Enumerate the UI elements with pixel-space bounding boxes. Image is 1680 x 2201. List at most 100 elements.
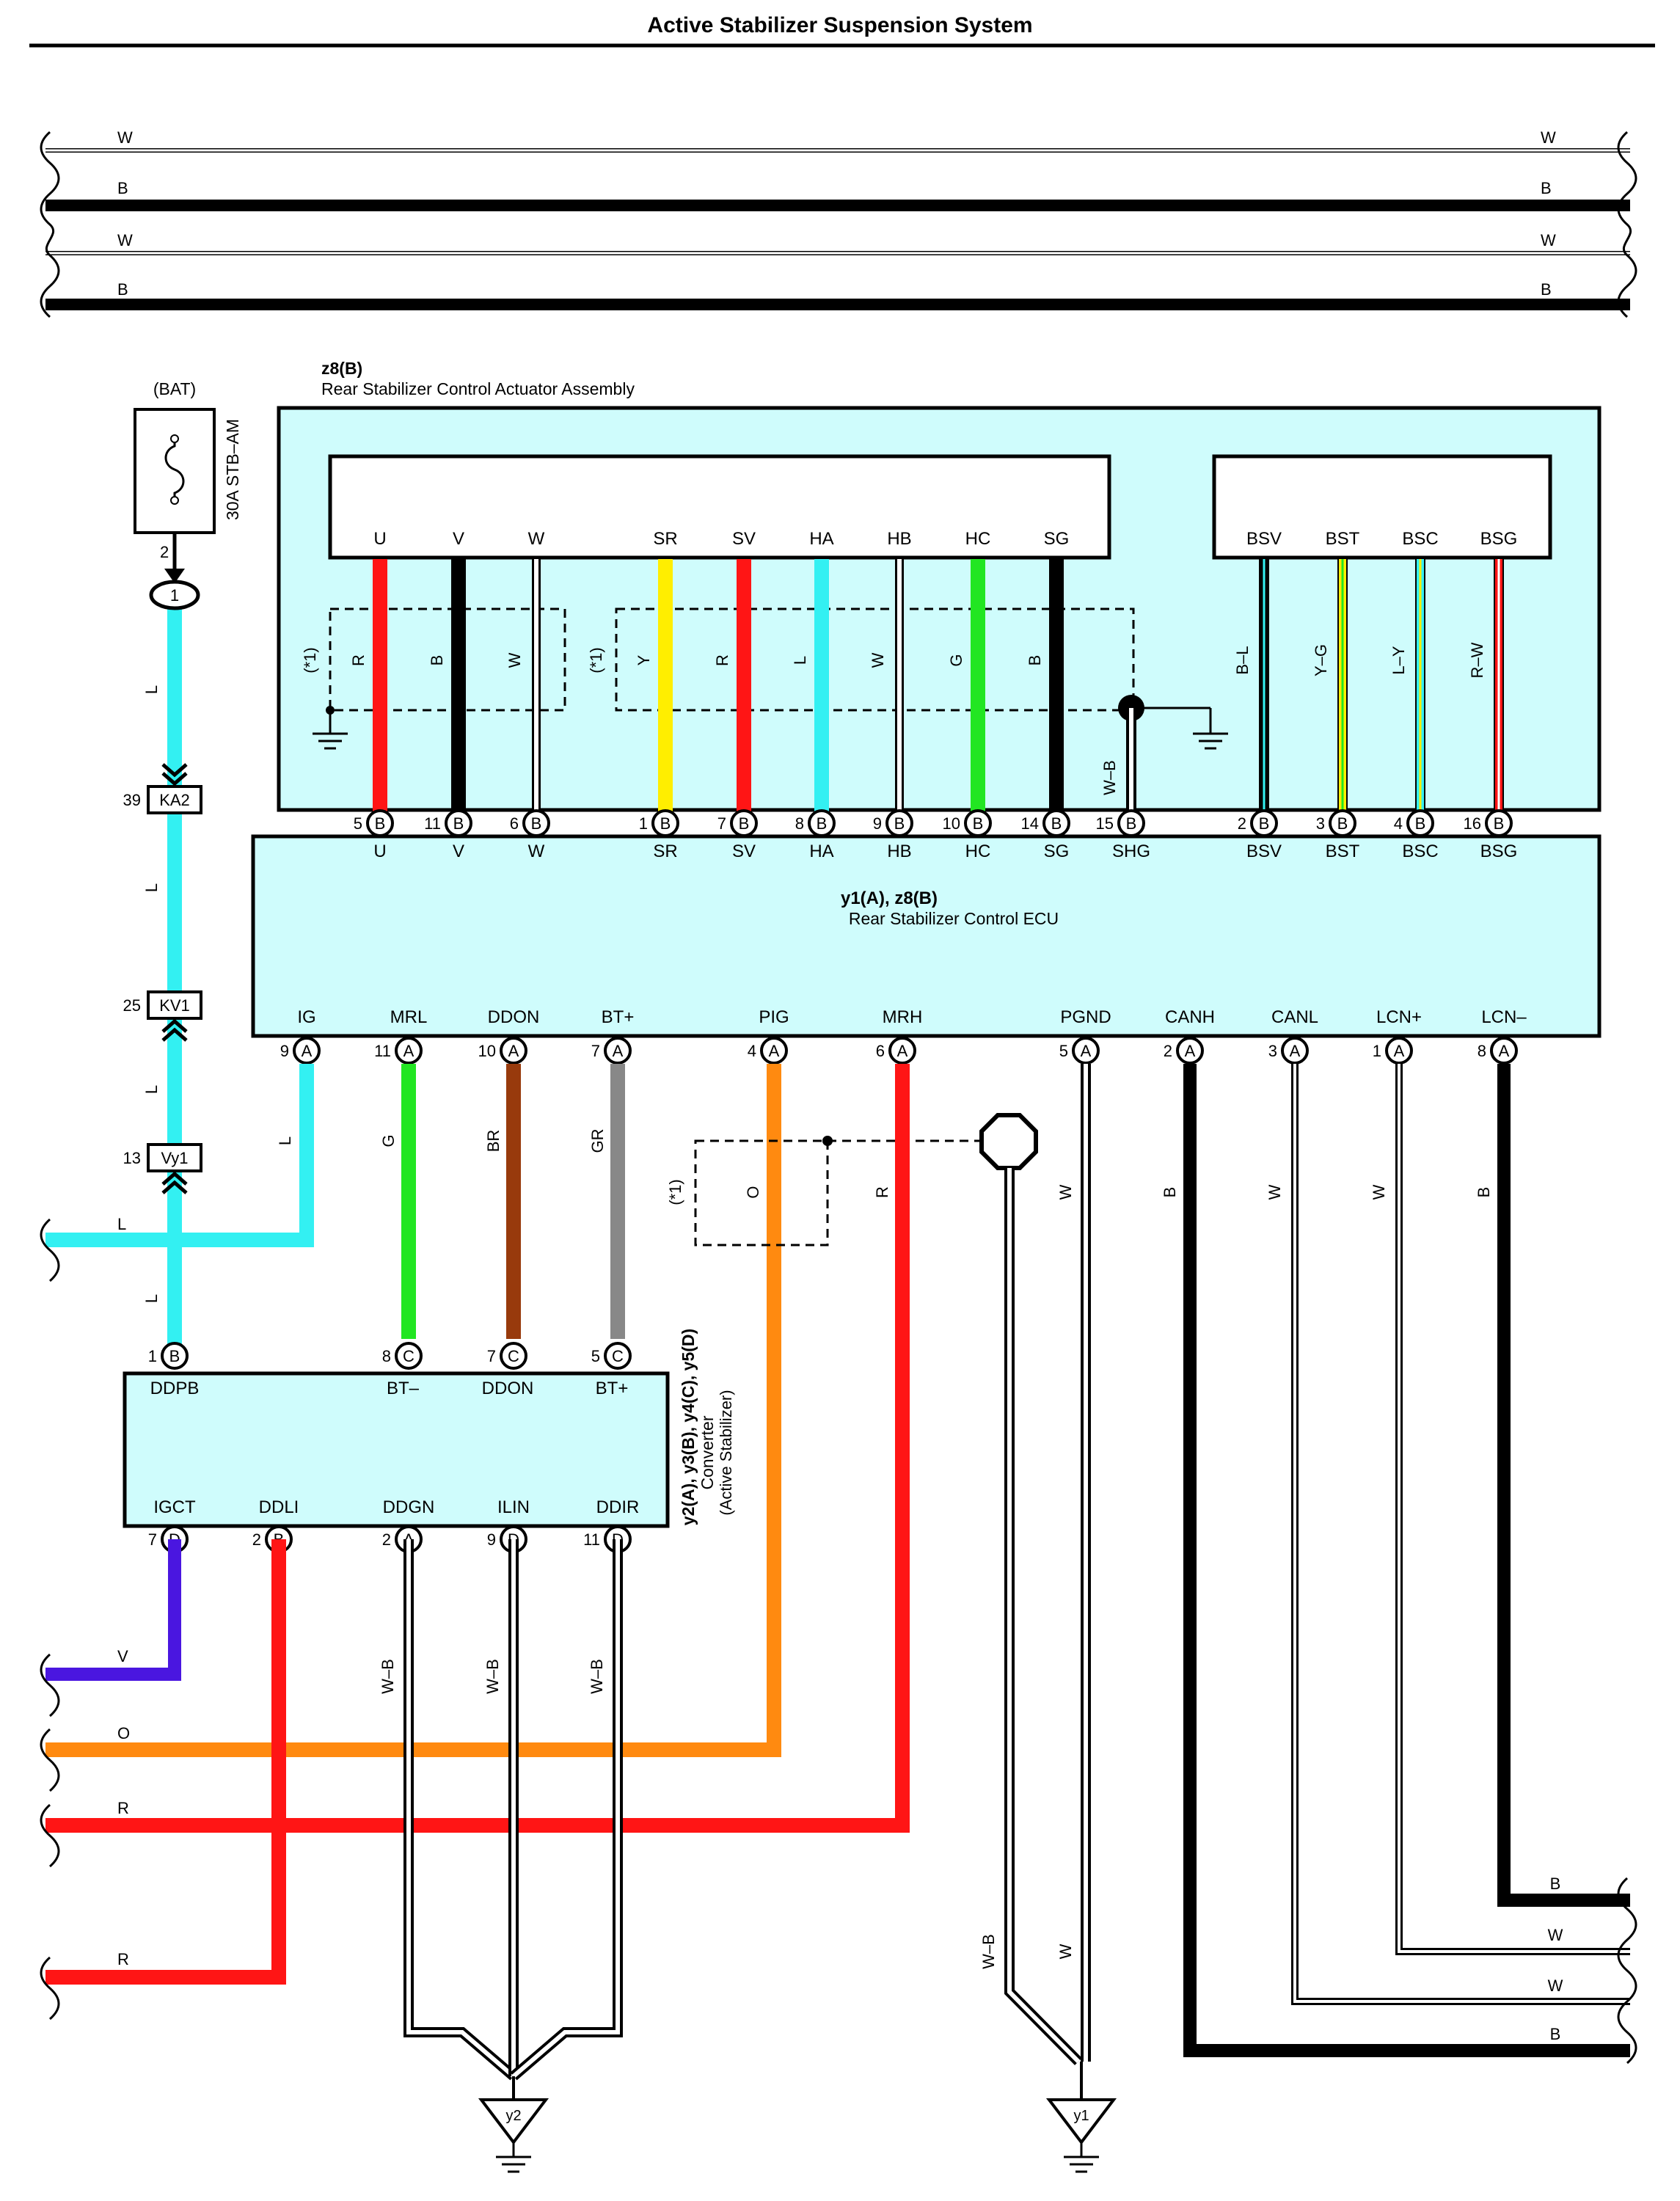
terminal-circle bbox=[366, 809, 394, 837]
converter-terminal-label: DDLI bbox=[259, 1497, 299, 1517]
terminal-connector-letter: C bbox=[403, 1347, 414, 1365]
ecu-terminal-label: BSC bbox=[1402, 842, 1438, 861]
terminal-circle bbox=[604, 1342, 632, 1370]
terminal-number: 3 bbox=[1316, 814, 1325, 833]
wire-igct bbox=[45, 1539, 181, 1681]
ecu-name: Rear Stabilizer Control ECU bbox=[849, 909, 1059, 928]
pin-label-bsg: BSG bbox=[1480, 529, 1518, 549]
pin-label-v: V bbox=[453, 529, 464, 549]
wire-label-l: L bbox=[142, 1294, 161, 1303]
terminal-number: 1 bbox=[639, 814, 648, 833]
terminal-circle bbox=[1117, 809, 1145, 837]
pin-label-bsc: BSC bbox=[1402, 529, 1438, 549]
terminal-connector-letter: A bbox=[1290, 1042, 1301, 1060]
ground-icon bbox=[313, 706, 348, 750]
terminal-number: 9 bbox=[873, 814, 882, 833]
top-wire-4-label-right: B bbox=[1541, 280, 1552, 299]
ecu-terminal-label: U bbox=[373, 842, 386, 861]
ecu-box bbox=[251, 834, 1602, 1038]
terminal-circle bbox=[1406, 809, 1434, 837]
wire-label-pgnd: W bbox=[1056, 1184, 1075, 1200]
wire-pig bbox=[45, 1064, 781, 1757]
wire-label-ddon: BR bbox=[484, 1130, 503, 1153]
right-exit-label-4: B bbox=[1550, 2025, 1561, 2043]
wire-label-canh: B bbox=[1161, 1187, 1179, 1198]
ecu-bottom-terminals: IGA9MRLA11DDONA10BT+A7PIGA4MRHA6PGNDA5CA… bbox=[280, 1007, 1527, 1065]
wire-label-ddir: W–B bbox=[588, 1659, 606, 1694]
terminal-connector-letter: B bbox=[660, 814, 671, 833]
wire-label: R bbox=[713, 654, 731, 666]
terminal-circle bbox=[885, 809, 913, 837]
ecu-terminal-label: BT+ bbox=[602, 1007, 635, 1027]
terminal-connector-letter: B bbox=[1337, 814, 1348, 833]
converter-terminal-label: DDPB bbox=[150, 1379, 200, 1398]
left-exit-label-r2: R bbox=[117, 1950, 129, 1968]
wire-canl bbox=[1291, 1064, 1630, 2005]
wire-break-icon bbox=[40, 1653, 60, 1718]
arrow-icon bbox=[164, 569, 185, 583]
wire-v: B bbox=[428, 559, 466, 814]
wire-break-left bbox=[40, 131, 60, 318]
terminal-number: 1 bbox=[1373, 1042, 1381, 1060]
wire-ddgn bbox=[403, 1539, 517, 2081]
ecu-hb-terminal: B9 bbox=[873, 809, 913, 837]
wire-label: L–Y bbox=[1389, 646, 1408, 674]
ecu-terminal-label: SHG bbox=[1112, 842, 1150, 861]
wire-ddir bbox=[510, 1539, 623, 2081]
ecu-terminal-label: W bbox=[528, 842, 545, 861]
top-wire-1-label-right: W bbox=[1541, 128, 1556, 147]
terminal-number: 9 bbox=[487, 1530, 496, 1549]
terminal-circle bbox=[161, 1342, 189, 1370]
wire-ha: L bbox=[791, 559, 829, 814]
ecu-terminal-label: CANH bbox=[1165, 1007, 1215, 1027]
converter-terminal-label: ILIN bbox=[497, 1497, 530, 1517]
top-wire-3-label-right: W bbox=[1541, 231, 1556, 249]
terminal-number: 11 bbox=[424, 814, 441, 833]
left-exit-label-r1: R bbox=[117, 1799, 129, 1817]
junction-connector-label: 1 bbox=[170, 586, 179, 605]
pin-label-bst: BST bbox=[1326, 529, 1360, 549]
terminal-circle bbox=[964, 809, 992, 837]
svg-text:KV1: KV1 bbox=[159, 996, 190, 1015]
right-exit-label-1: B bbox=[1550, 1875, 1561, 1893]
ecu-terminal-label: HC bbox=[965, 842, 991, 861]
wire-label-lcnplus: W bbox=[1370, 1184, 1388, 1200]
terminal-number: 4 bbox=[1394, 814, 1403, 833]
connector-ka2: KA2 39 bbox=[123, 763, 202, 814]
pin-label-sv: SV bbox=[732, 529, 756, 549]
terminal-connector-letter: A bbox=[302, 1042, 313, 1060]
svg-text:13: 13 bbox=[123, 1149, 141, 1167]
wire-hb: W bbox=[869, 559, 904, 814]
terminal-connector-letter: B bbox=[1126, 814, 1137, 833]
svg-text:y2: y2 bbox=[505, 2108, 521, 2124]
converter-ddir-terminal: D11 bbox=[583, 1525, 632, 1553]
ecu-mrh-terminal: A6 bbox=[876, 1037, 916, 1065]
terminal-number: 10 bbox=[943, 814, 960, 833]
pin-label-sg: SG bbox=[1044, 529, 1070, 549]
terminal-circle bbox=[500, 1037, 527, 1065]
terminal-connector-letter: B bbox=[817, 814, 828, 833]
ecu-terminal-label: PIG bbox=[759, 1007, 789, 1027]
converter-name: Converter bbox=[698, 1415, 717, 1489]
terminal-connector-letter: A bbox=[403, 1042, 414, 1060]
terminal-number: 10 bbox=[478, 1042, 496, 1060]
wire-label-shield: W–B bbox=[979, 1934, 998, 1969]
terminal-number: 7 bbox=[591, 1042, 600, 1060]
pin-label-hc: HC bbox=[965, 529, 991, 549]
wire-label: W bbox=[869, 652, 887, 668]
terminal-connector-letter: B bbox=[739, 814, 750, 833]
ecu-terminal-label: LCN+ bbox=[1376, 1007, 1422, 1027]
ecu-terminal-label: BST bbox=[1326, 842, 1360, 861]
terminal-circle bbox=[1176, 1037, 1204, 1065]
converter-ilin-terminal: D9 bbox=[487, 1525, 527, 1553]
terminal-number: 8 bbox=[1478, 1042, 1486, 1060]
terminal-connector-letter: B bbox=[453, 814, 464, 833]
wire-label: R bbox=[349, 654, 368, 666]
wire-label: L bbox=[791, 656, 809, 665]
wire-label: B bbox=[428, 655, 446, 666]
ecu-shg-terminal: B15 bbox=[1096, 809, 1145, 837]
wire-u: R bbox=[349, 559, 387, 814]
ecu-lcn-terminal: A1 bbox=[1373, 1037, 1413, 1065]
ecu-terminal-label: IG bbox=[297, 1007, 315, 1027]
ecu-sv-terminal: B7 bbox=[717, 809, 758, 837]
